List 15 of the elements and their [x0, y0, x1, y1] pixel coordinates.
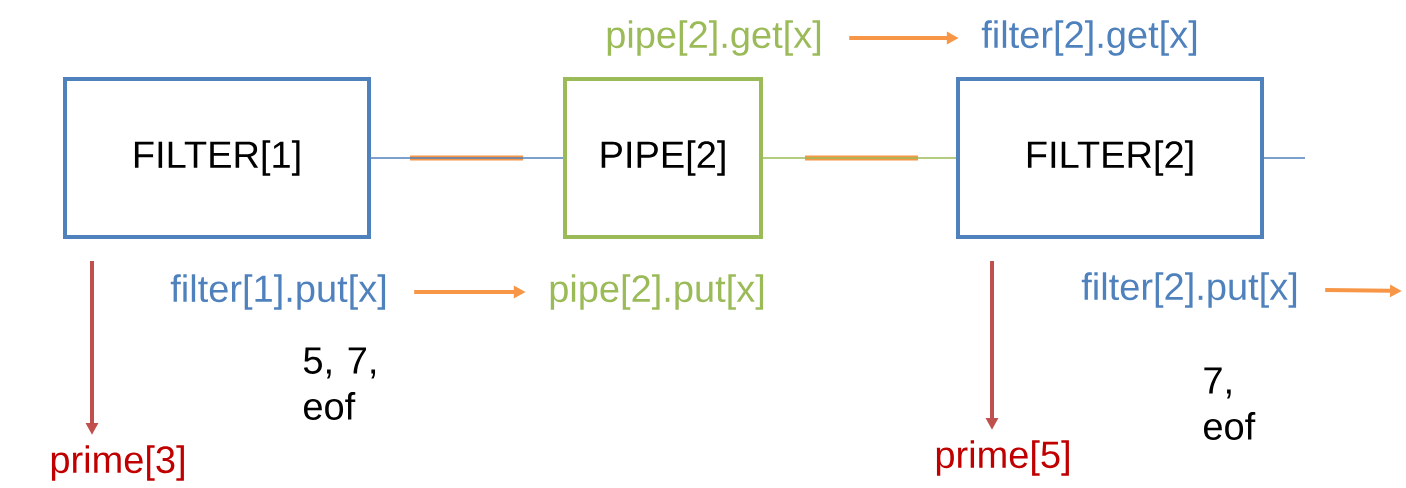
prime-label: prime[3]	[51, 445, 184, 481]
filter-box: FILTER[1]	[63, 77, 371, 239]
connector-line	[370, 157, 564, 159]
filter-box: FILTER[2]	[956, 77, 1264, 239]
prime-label: prime[5]	[936, 440, 1069, 476]
method-label: pipe[2].put[x]	[550, 274, 764, 310]
method-label: filter[1].put[x]	[170, 274, 386, 310]
method-label: filter[2].put[x]	[1081, 272, 1297, 308]
method-label: pipe[2].get[x]	[607, 20, 821, 56]
value-list: 5, 7, eof	[303, 347, 376, 420]
method-label: filter[2].get[x]	[981, 20, 1197, 56]
value-list: 7, eof	[1204, 367, 1256, 440]
pipe-box: PIPE[2]	[563, 77, 763, 239]
connector-line	[1263, 157, 1306, 159]
connector-line	[762, 157, 957, 159]
